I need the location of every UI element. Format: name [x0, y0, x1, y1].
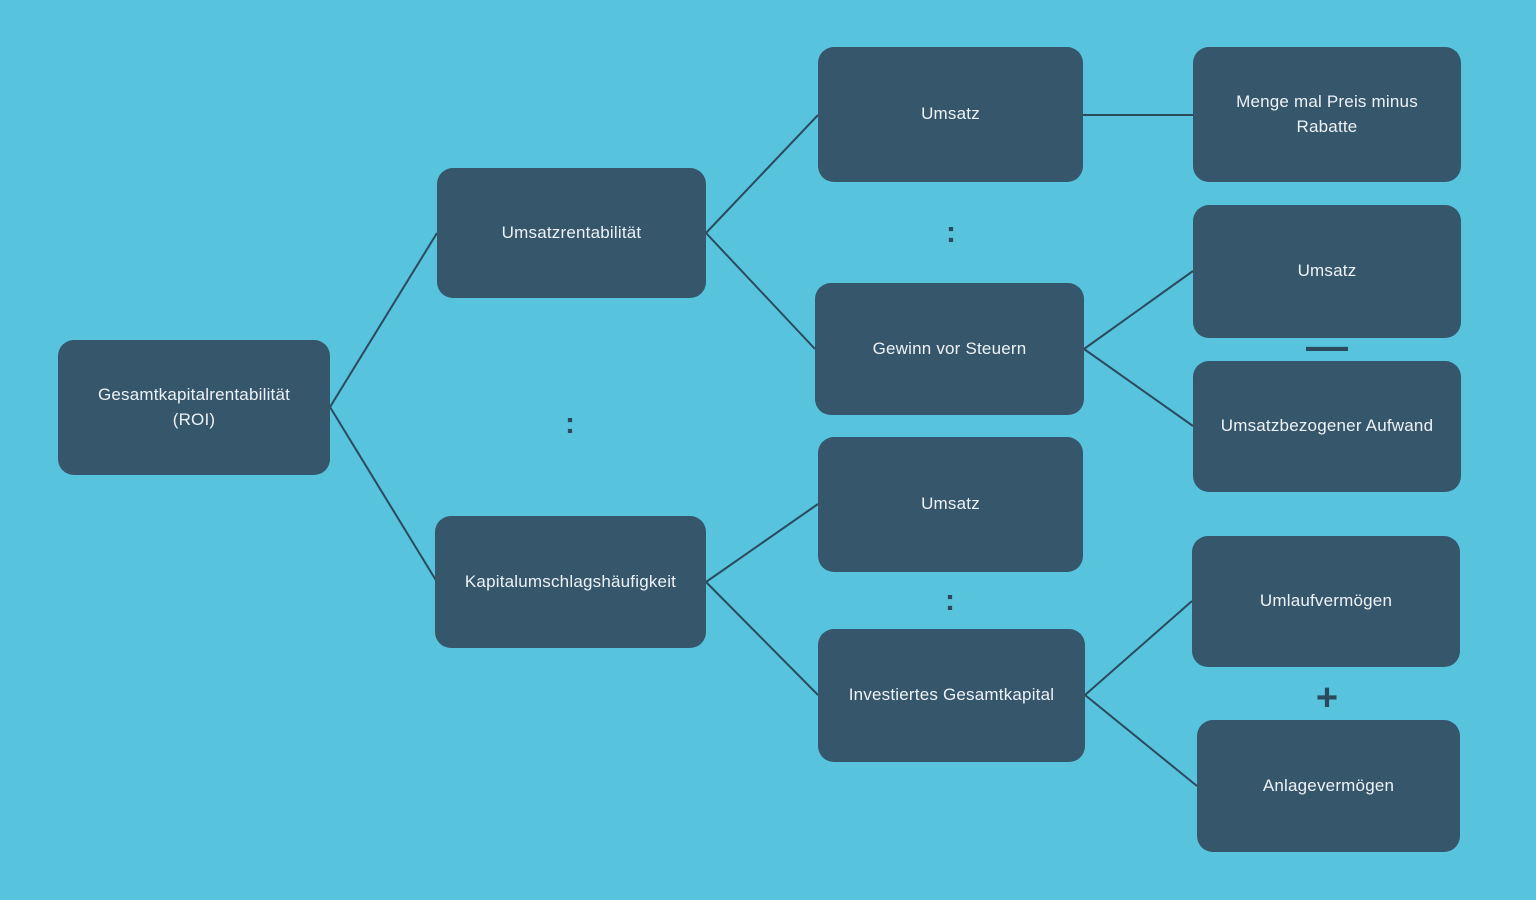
node-kapitalumschlagshaeufigkeit: Kapitalumschlagshäufigkeit [435, 516, 706, 648]
node-umsatzrentabilitaet-label: Umsatzrentabilität [501, 222, 642, 242]
divide-operator-umsatz-gewinn: : [946, 216, 956, 249]
connector-line [1083, 348, 1194, 427]
connector-line [705, 503, 819, 583]
node-roi-label: Gesamtkapitalrentabilität (ROI) [97, 384, 291, 429]
node-anlagevermoegen-label: Anlagevermögen [1262, 775, 1395, 795]
node-umsatzbezogener-aufwand: Umsatzbezogener Aufwand [1193, 361, 1461, 492]
node-anlagevermoegen: Anlagevermögen [1197, 720, 1460, 852]
node-umsatzbezogener-aufwand-label: Umsatzbezogener Aufwand [1220, 416, 1434, 436]
node-umlaufvermoegen: Umlaufvermögen [1192, 536, 1460, 667]
node-umsatz-right: Umsatz [1193, 205, 1461, 338]
connector-line [1083, 270, 1194, 350]
plus-operator-umlauf-anlage: + [1315, 677, 1339, 719]
node-umlaufvermoegen-label: Umlaufvermögen [1259, 591, 1393, 611]
connector-line [1084, 694, 1198, 787]
connector-line [705, 114, 819, 234]
node-investiertes-gesamtkapital: Investiertes Gesamtkapital [818, 629, 1085, 762]
node-umsatz-top: Umsatz [818, 47, 1083, 182]
node-umsatz-mid: Umsatz [818, 437, 1083, 572]
connector-line [1084, 600, 1193, 696]
minus-operator-umsatz-aufwand: — [1306, 322, 1348, 369]
node-umsatzrentabilitaet: Umsatzrentabilität [437, 168, 706, 298]
connector-line [705, 232, 816, 350]
divide-operator-root-children: : [565, 407, 575, 440]
node-umsatz-right-label: Umsatz [1297, 261, 1357, 281]
divide-operator-umsatz-kapital: : [945, 584, 955, 617]
connector-line [705, 581, 819, 696]
connector-line [329, 232, 438, 408]
connector-line [329, 406, 438, 583]
node-investiertes-gesamtkapital-label: Investiertes Gesamtkapital [848, 685, 1055, 705]
node-menge-mal-preis-minus-rabatte: Menge mal Preis minus Rabatte [1193, 47, 1461, 182]
node-kapitalumschlagshaeufigkeit-label: Kapitalumschlagshäufigkeit [464, 571, 677, 591]
node-umsatz-top-label: Umsatz [921, 104, 980, 124]
node-gewinn-vor-steuern-label: Gewinn vor Steuern [872, 338, 1027, 358]
node-umsatz-mid-label: Umsatz [921, 494, 980, 514]
node-roi: Gesamtkapitalrentabilität (ROI) [58, 340, 330, 475]
node-menge-mal-preis-minus-rabatte-label: Menge mal Preis minus Rabatte [1236, 91, 1418, 136]
node-gewinn-vor-steuern: Gewinn vor Steuern [815, 283, 1084, 415]
